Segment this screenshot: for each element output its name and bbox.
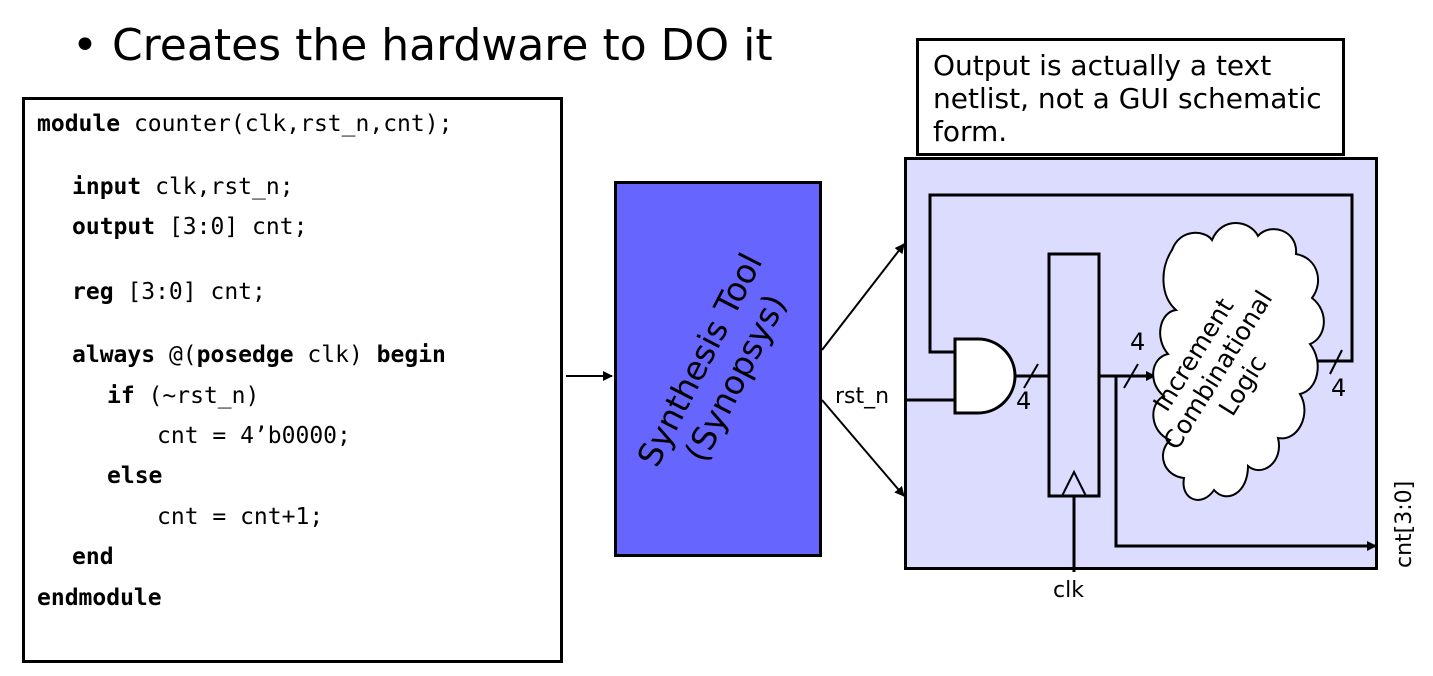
code-line-end: end: [72, 544, 114, 570]
code-line-if: if (~rst_n): [107, 383, 260, 409]
code-line-module: module counter(clk,rst_n,cnt);: [37, 111, 453, 137]
feedback-wire: [928, 193, 1354, 363]
synthesis-to-netlist-arrow-bottom: [821, 399, 905, 497]
verilog-code-box: module counter(clk,rst_n,cnt); input clk…: [22, 97, 563, 663]
code-line-endmodule: endmodule: [37, 585, 162, 611]
title-text: Creates the hardware to DO it: [111, 20, 773, 71]
combinational-logic-cloud: [1152, 222, 1325, 501]
bullet-point: •: [72, 20, 98, 71]
cnt-output-label: cnt[3:0]: [1392, 480, 1417, 568]
netlist-note-box: Output is actually a text netlist, not a…: [916, 38, 1345, 156]
bus-slash-gate: [1023, 363, 1039, 389]
register-flipflop: [1047, 252, 1101, 498]
clock-edge-triangle: [1061, 469, 1087, 497]
bus-width-out-label: 4: [1331, 374, 1347, 402]
code-line-reset-assign: cnt = 4’b0000;: [157, 423, 351, 449]
synthesis-to-netlist-arrow-top: [821, 243, 905, 351]
bus-width-gate-label: 4: [1016, 387, 1032, 415]
clk-label: clk: [1053, 578, 1084, 603]
code-line-input: input clk,rst_n;: [72, 174, 294, 200]
cnt-output-wire: [1114, 376, 1377, 551]
and-gate: [953, 337, 1017, 415]
slide-title: • Creates the hardware to DO it: [72, 18, 773, 74]
synthesis-tool-box: Synthesis Tool (Synopsys): [614, 181, 822, 557]
code-line-reg: reg [3:0] cnt;: [72, 279, 266, 305]
rst-label: rst_n: [835, 384, 890, 409]
code-line-output: output [3:0] cnt;: [72, 214, 308, 240]
code-line-else: else: [107, 463, 163, 489]
bus-slash-in: [1123, 363, 1139, 389]
code-line-always: always @(posedge clk) begin: [72, 342, 446, 368]
bus-width-in-label: 4: [1130, 328, 1146, 356]
code-line-increment-assign: cnt = cnt+1;: [157, 504, 324, 530]
bus-slash-out: [1329, 349, 1343, 375]
